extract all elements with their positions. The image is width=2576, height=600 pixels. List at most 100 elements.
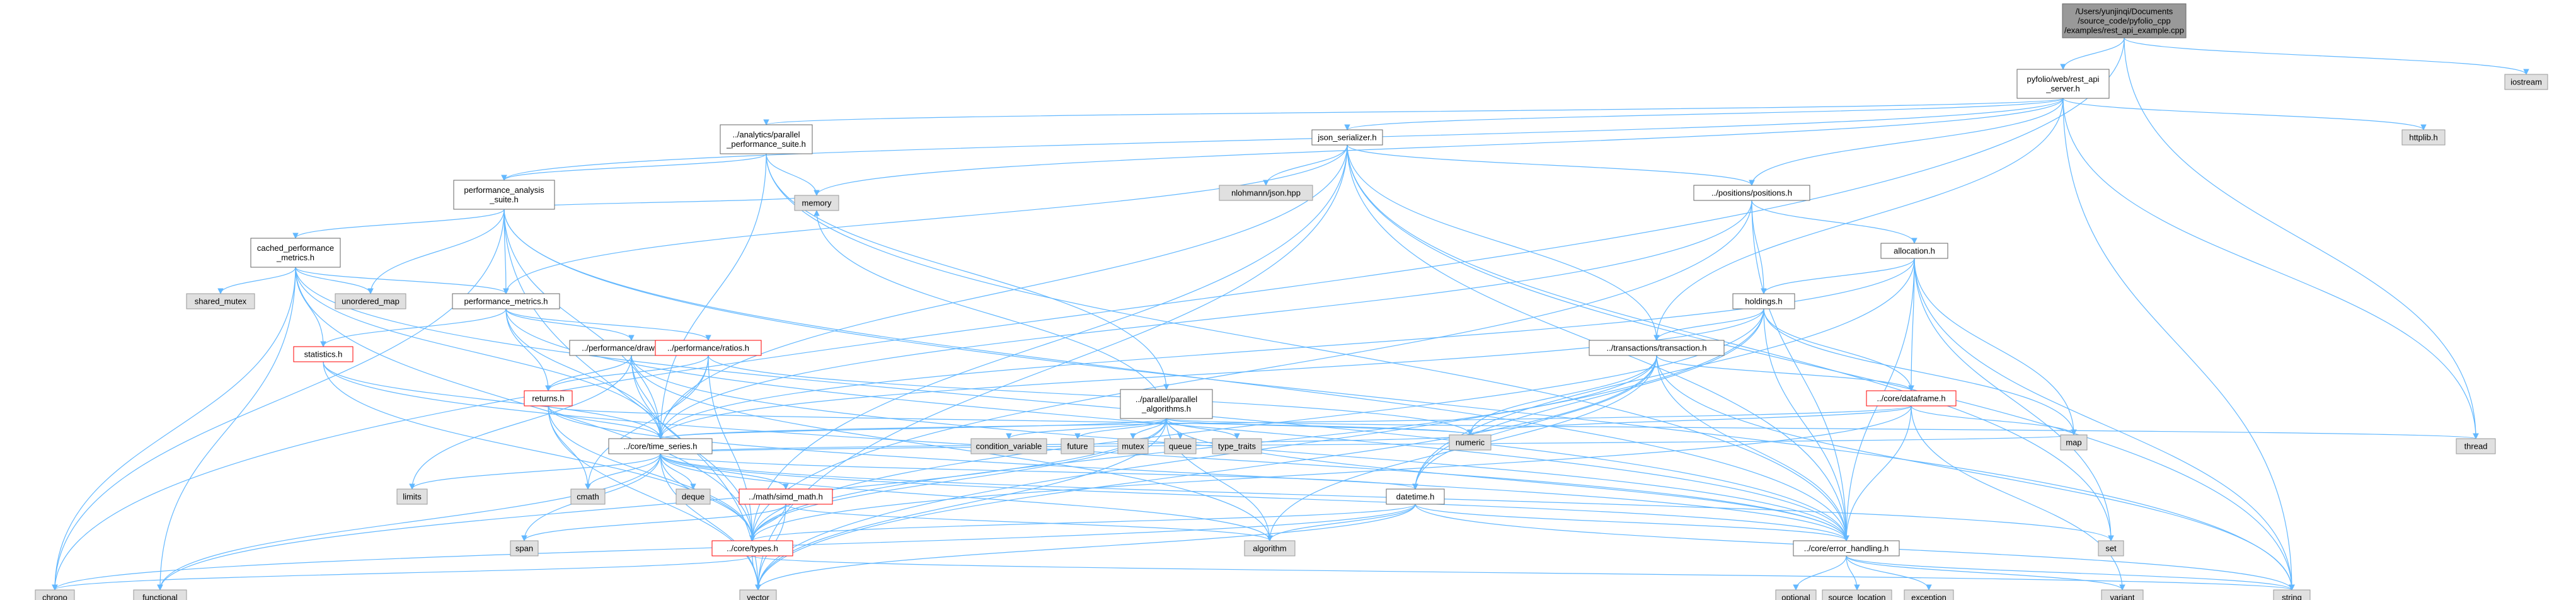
edge-cpm-to-shared_mutex (217, 267, 296, 294)
edge-rest-to-transaction (1653, 98, 2064, 341)
node-thread-box (2456, 438, 2496, 454)
node-pm[interactable]: performance_metrics.h (452, 293, 560, 309)
edge-json-to-types (749, 144, 1348, 541)
node-returns[interactable]: returns.h (524, 390, 573, 407)
node-type_traits-box (1212, 438, 1262, 454)
edge-datetime-to-eh (1415, 504, 1849, 541)
node-pas[interactable]: performance_analysis_suite.h (453, 180, 555, 210)
node-ppa-label-0: ../parallel/parallel (1136, 395, 1197, 404)
node-eh[interactable]: ../core/error_handling.h (1793, 540, 1900, 557)
edge-datetime-to-vector (755, 504, 1416, 591)
edge-allocation-to-ts (657, 258, 1915, 439)
edge-transaction-to-datetime (1412, 355, 1657, 490)
edge-ts-to-eh (660, 453, 1849, 541)
node-vector: vector (739, 589, 777, 600)
node-rest[interactable]: pyfolio/web/rest_api_server.h (2016, 69, 2110, 99)
node-optional-label-0: optional (1781, 593, 1810, 600)
node-dataframe[interactable]: ../core/dataframe.h (1866, 390, 1957, 407)
node-types[interactable]: ../core/types.h (711, 540, 793, 557)
edge-dataframe-to-variant (1911, 405, 2125, 591)
node-eh-label-0: ../core/error_handling.h (1804, 544, 1889, 553)
node-cmath-label-0: cmath (577, 492, 599, 502)
node-transaction-label-0: ../transactions/transaction.h (1607, 343, 1707, 353)
edge-ts-to-datetime (660, 453, 1418, 490)
node-cmath-box (570, 488, 606, 505)
node-allocation-label-0: allocation.h (1894, 246, 1935, 256)
nodes-layer: /Users/yunjinqi/Documents/source_code/py… (35, 3, 2548, 600)
edge-cpm-to-unordered_map (295, 267, 374, 294)
node-unordered_map: unordered_map (335, 293, 406, 309)
node-ts[interactable]: ../core/time_series.h (608, 438, 713, 454)
node-statistics[interactable]: statistics.h (293, 346, 354, 362)
edge-allocation-to-string (1914, 258, 2295, 591)
node-pm-label-0: performance_metrics.h (464, 297, 548, 306)
node-algorithm: algorithm (1244, 540, 1296, 557)
node-json[interactable]: json_serializer.h (1311, 129, 1383, 146)
edge-holdings-to-map (1763, 308, 2077, 436)
edge-cpm-to-pm (295, 267, 509, 294)
edge-ts-to-deque (660, 453, 696, 490)
node-ratios[interactable]: ../performance/ratios.h (655, 340, 762, 356)
edge-json-to-transaction (1347, 144, 1660, 341)
node-holdings-label-0: holdings.h (1745, 297, 1782, 306)
edge-pm-to-statistics (320, 308, 507, 347)
node-vector-box (739, 589, 777, 600)
edge-dataframe-to-numeric (1467, 405, 1912, 436)
node-cpm-box (250, 238, 341, 268)
edge-ratios-to-returns (545, 355, 709, 391)
node-condvar: condition_variable (970, 438, 1047, 454)
node-pas-box (453, 180, 555, 210)
node-positions-label-0: ../positions/positions.h (1711, 188, 1792, 198)
node-numeric-box (1449, 434, 1492, 451)
node-future-label-0: future (1067, 442, 1088, 451)
node-optional-box (1775, 589, 1817, 600)
edge-holdings-to-eh (1763, 308, 1849, 541)
node-root[interactable]: /Users/yunjinqi/Documents/source_code/py… (2062, 3, 2187, 38)
edge-ppa-to-memory (814, 210, 1167, 419)
node-positions[interactable]: ../positions/positions.h (1693, 185, 1810, 201)
edge-json-to-pm (503, 144, 1348, 294)
node-future-box (1061, 438, 1095, 454)
node-cpm[interactable]: cached_performance_metrics.h (250, 238, 341, 268)
edge-root-to-thread (2124, 37, 2479, 439)
edge-transaction-to-eh (1656, 355, 1849, 541)
node-ppa-label-1: _algorithms.h (1141, 404, 1191, 413)
node-ppa[interactable]: ../parallel/parallel_algorithms.h (1120, 389, 1213, 419)
edge-aps-to-pas (501, 153, 767, 181)
node-root-label-2: /examples/rest_api_example.cpp (2064, 26, 2184, 35)
node-rest-label-0: pyfolio/web/rest_api (2027, 74, 2100, 84)
node-set-label-0: set (2105, 544, 2117, 553)
node-memory-box (794, 195, 839, 211)
edge-root-to-chrono (52, 37, 2125, 591)
edge-positions-to-ts (657, 200, 1752, 439)
edge-statistics-to-ts (323, 361, 664, 439)
node-types-box (711, 540, 793, 557)
node-set: set (2098, 540, 2124, 557)
node-allocation[interactable]: allocation.h (1880, 243, 1948, 259)
edge-drawdown-to-limits (409, 355, 632, 490)
node-mutex-box (1117, 438, 1149, 454)
node-holdings[interactable]: holdings.h (1732, 293, 1795, 309)
node-string-label-0: string (2282, 593, 2302, 600)
node-deque: deque (676, 488, 711, 505)
node-simd[interactable]: ../math/simd_math.h (739, 488, 833, 505)
node-limits: limits (396, 488, 428, 505)
node-aps[interactable]: ../analytics/parallel_performance_suite.… (720, 124, 813, 154)
edge-pm-to-drawdown (505, 308, 635, 341)
edge-datetime-to-types (749, 504, 1416, 541)
edge-ts-to-map (660, 434, 2076, 454)
node-transaction[interactable]: ../transactions/transaction.h (1589, 340, 1725, 356)
edge-transaction-to-dataframe (1656, 355, 1914, 391)
node-deque-label-0: deque (682, 492, 704, 502)
node-mutex-label-0: mutex (1122, 442, 1144, 451)
node-json-box (1311, 129, 1383, 146)
edge-positions-to-eh (1751, 200, 1849, 541)
node-type_traits-label-0: type_traits (1218, 442, 1256, 451)
node-variant: variant (2101, 589, 2144, 600)
edge-dataframe-to-types (749, 405, 1912, 541)
node-pas-label-1: _suite.h (489, 195, 519, 204)
node-datetime[interactable]: datetime.h (1386, 488, 1445, 505)
node-ts-label-0: ../core/time_series.h (623, 442, 697, 451)
node-mutex: mutex (1117, 438, 1149, 454)
